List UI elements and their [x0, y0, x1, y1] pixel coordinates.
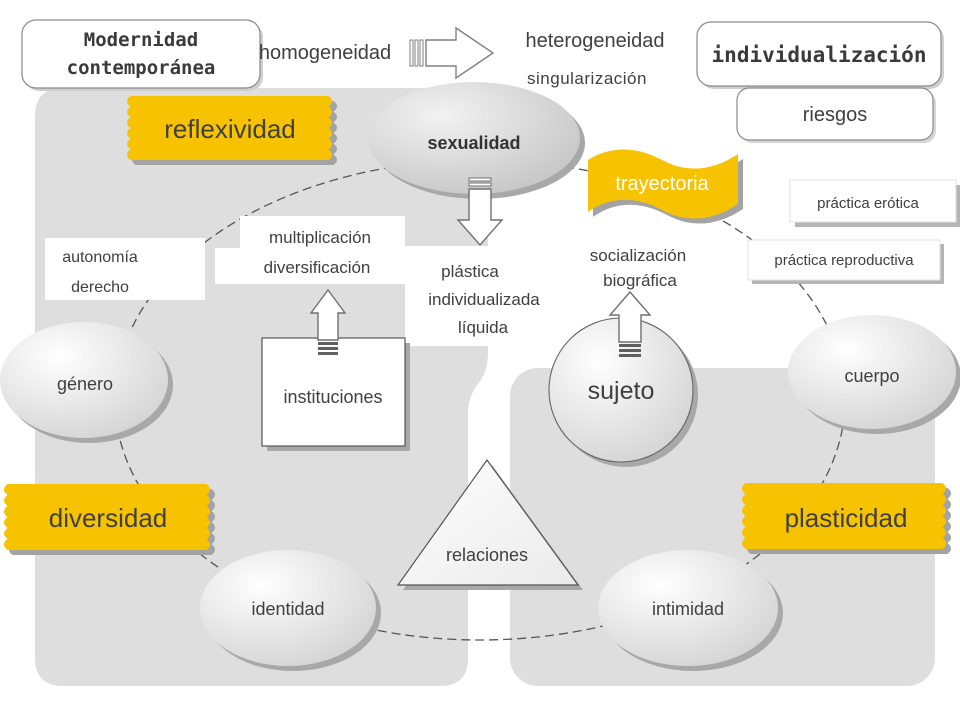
- identidad-label: identidad: [251, 599, 324, 619]
- up-arrow-icon: [608, 290, 652, 357]
- practica-reproductiva-box: práctica reproductiva: [747, 239, 944, 284]
- heterogeneidad-label: heterogeneidad: [525, 30, 664, 52]
- reflexividad-label: reflexividad: [164, 114, 296, 144]
- up-arrow-icon: [309, 288, 347, 355]
- plasticidad-label: plasticidad: [785, 503, 908, 533]
- genero-label: género: [57, 374, 113, 394]
- plastica-box: plástica individualizada líquida: [405, 246, 565, 346]
- intimidad-label: intimidad: [652, 599, 724, 619]
- individualizacion-label: individualización: [712, 43, 927, 67]
- note-diversificacion: diversificación: [264, 258, 371, 277]
- trayectoria-label: trayectoria: [615, 173, 709, 195]
- genero-node: género: [0, 322, 173, 443]
- singularizacion-label: singularización: [527, 69, 647, 88]
- riesgos-box: riesgos: [736, 87, 936, 143]
- modernidad-label-line2: contemporánea: [67, 57, 216, 79]
- sujeto-label: sujeto: [588, 377, 655, 405]
- riesgos-label: riesgos: [803, 104, 867, 126]
- down-arrow-icon: [456, 177, 504, 247]
- individualizacion-box: individualización: [696, 21, 944, 89]
- intimidad-node: intimidad: [598, 550, 783, 671]
- instituciones-label: instituciones: [283, 387, 382, 407]
- note-plastica: plástica: [441, 262, 499, 281]
- homogeneidad-label: homogeneidad: [259, 42, 391, 64]
- trayectoria-flag: trayectoria: [588, 149, 743, 224]
- cuerpo-node: cuerpo: [788, 315, 960, 434]
- practica-erotica-label: práctica erótica: [817, 195, 919, 212]
- practica-erotica-box: práctica erótica: [789, 179, 960, 227]
- sexualidad-node: sexualidad: [368, 82, 585, 199]
- modernidad-box: Modernidad contemporánea: [21, 19, 263, 91]
- sujeto-node: sujeto: [548, 317, 698, 467]
- diversidad-banner: diversidad: [4, 484, 215, 555]
- reflexividad-banner-fill: [127, 96, 332, 160]
- socializacion-box: socialización biográfica: [560, 238, 718, 294]
- autonomia-derecho-box: autonomía derecho: [45, 238, 205, 300]
- trayectoria-flag-fill: [588, 149, 738, 219]
- relaciones-label: relaciones: [446, 545, 528, 565]
- diversidad-banner-fill: [4, 484, 210, 550]
- note-individualizada: individualizada: [428, 290, 540, 309]
- reflexividad-banner: reflexividad: [127, 96, 337, 165]
- practica-reproductiva-label: práctica reproductiva: [774, 252, 914, 269]
- multiplicacion-box: multiplicación diversificación: [215, 216, 405, 284]
- right-arrow-icon: [409, 26, 495, 80]
- note-derecho: derecho: [71, 279, 129, 296]
- note-multiplicacion: multiplicación: [269, 228, 371, 247]
- plasticidad-banner-fill: [742, 483, 946, 549]
- instituciones-box: instituciones: [261, 337, 410, 451]
- plasticidad-banner: plasticidad: [742, 483, 951, 554]
- sexualidad-label: sexualidad: [427, 133, 520, 153]
- note-biografica: biográfica: [603, 271, 677, 290]
- diversidad-label: diversidad: [49, 503, 168, 533]
- identidad-node: identidad: [200, 550, 381, 671]
- cuerpo-label: cuerpo: [844, 366, 899, 386]
- note-socializacion: socialización: [590, 246, 686, 265]
- relaciones-triangle: relaciones: [396, 458, 583, 590]
- note-autonomia: autonomía: [62, 249, 138, 266]
- modernidad-label-line1: Modernidad: [84, 29, 198, 51]
- note-liquida: líquida: [458, 318, 509, 337]
